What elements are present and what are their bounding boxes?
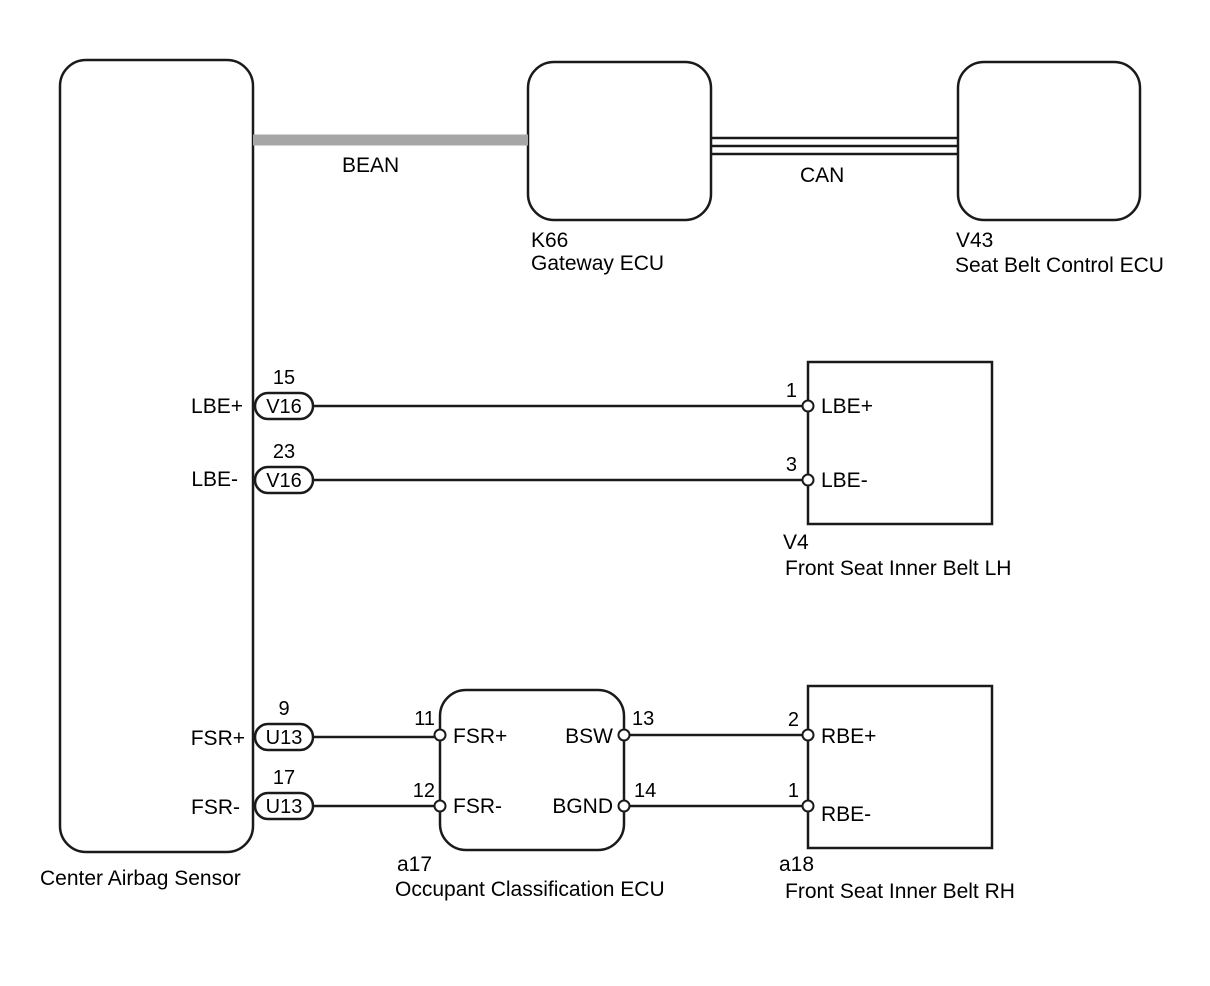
occupant-classification-ecu-box xyxy=(438,688,626,852)
pin-occ-fsr-minus-num: 12 xyxy=(413,780,435,802)
pin-occ-bgnd-num: 14 xyxy=(634,780,656,802)
connector-u13-fsr-minus xyxy=(253,791,315,821)
can-bus-label: CAN xyxy=(800,164,844,187)
pin-rh-rbe-minus-num: 1 xyxy=(788,780,799,802)
front-seat-inner-belt-rh-code: a18 xyxy=(779,853,814,876)
connector-v16-lbe-plus-pin: 15 xyxy=(273,367,295,389)
connector-u13-fsr-plus xyxy=(253,722,315,752)
seat-belt-control-ecu-box xyxy=(956,60,1142,222)
pin-rh-rbe-plus-label: RBE+ xyxy=(821,725,876,748)
gateway-ecu-name: Gateway ECU xyxy=(531,252,664,275)
pin-rh-rbe-minus xyxy=(801,799,815,813)
pin-occ-bgnd-label: BGND xyxy=(552,795,613,818)
connector-v16-lbe-plus-id: V16 xyxy=(266,396,302,418)
occupant-classification-ecu-code: a17 xyxy=(397,853,432,876)
pin-occ-bsw xyxy=(617,728,631,742)
pin-occ-fsr-plus xyxy=(433,728,447,742)
pin-lh-lbe-plus xyxy=(801,399,815,413)
front-seat-inner-belt-rh-box xyxy=(806,684,994,850)
pin-lh-lbe-minus xyxy=(801,473,815,487)
gateway-ecu-box xyxy=(526,60,713,222)
gateway-ecu-code: K66 xyxy=(531,229,568,252)
pin-lh-lbe-minus-num: 3 xyxy=(786,454,797,476)
pin-occ-fsr-minus-label: FSR- xyxy=(453,795,502,818)
pin-rh-rbe-plus-num: 2 xyxy=(788,709,799,731)
pin-occ-bgnd xyxy=(617,799,631,813)
front-seat-inner-belt-lh-code: V4 xyxy=(783,531,809,554)
connector-u13-fsr-plus-id: U13 xyxy=(266,727,303,749)
front-seat-inner-belt-lh-box xyxy=(806,360,994,526)
pin-lh-lbe-plus-label: LBE+ xyxy=(821,395,873,418)
sensor-terminal-fsr-minus: FSR- xyxy=(191,796,240,819)
connector-v16-lbe-minus xyxy=(253,465,315,495)
pin-occ-fsr-plus-label: FSR+ xyxy=(453,725,507,748)
sensor-terminal-fsr-plus: FSR+ xyxy=(191,727,245,750)
pin-occ-fsr-minus xyxy=(433,799,447,813)
seat-belt-control-ecu-name: Seat Belt Control ECU xyxy=(955,254,1164,277)
bean-bus-label: BEAN xyxy=(342,154,399,177)
front-seat-inner-belt-lh-name: Front Seat Inner Belt LH xyxy=(785,557,1011,580)
center-airbag-sensor-box xyxy=(58,58,255,854)
seat-belt-control-ecu-code: V43 xyxy=(956,229,993,252)
pin-occ-bsw-num: 13 xyxy=(632,708,654,730)
connector-v16-lbe-plus xyxy=(253,391,315,421)
connector-u13-fsr-minus-id: U13 xyxy=(266,796,303,818)
can-bus-lines xyxy=(711,136,958,156)
front-seat-inner-belt-rh-name: Front Seat Inner Belt RH xyxy=(785,880,1015,903)
connector-u13-fsr-minus-pin: 17 xyxy=(273,767,295,789)
occupant-classification-ecu-name: Occupant Classification ECU xyxy=(395,878,665,901)
pin-occ-fsr-plus-num: 11 xyxy=(414,708,435,730)
connector-u13-fsr-plus-pin: 9 xyxy=(278,698,289,720)
center-airbag-sensor-name: Center Airbag Sensor xyxy=(40,867,241,890)
connector-v16-lbe-minus-id: V16 xyxy=(266,470,302,492)
pin-rh-rbe-minus-label: RBE- xyxy=(821,803,871,826)
pin-occ-bsw-label: BSW xyxy=(565,725,613,748)
pin-lh-lbe-plus-num: 1 xyxy=(786,380,797,402)
pin-rh-rbe-plus xyxy=(801,728,815,742)
connector-v16-lbe-minus-pin: 23 xyxy=(273,441,295,463)
sensor-terminal-lbe-plus: LBE+ xyxy=(191,395,243,418)
sensor-terminal-lbe-minus: LBE- xyxy=(191,468,238,491)
pin-lh-lbe-minus-label: LBE- xyxy=(821,469,868,492)
